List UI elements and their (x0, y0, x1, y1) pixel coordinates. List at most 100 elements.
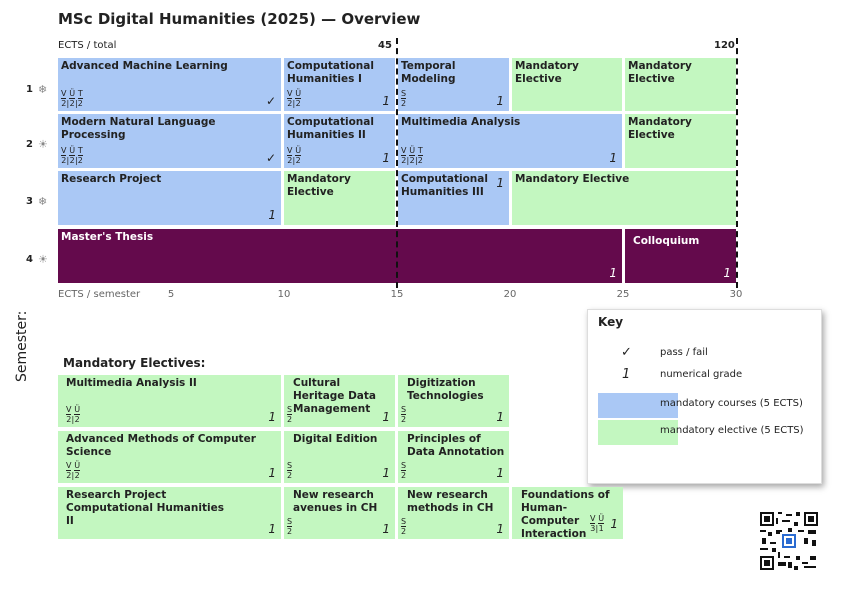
course-grade: 1 (496, 522, 504, 536)
course-name: Advanced Machine Learning (61, 60, 228, 72)
course-masters-thesis[interactable]: Master's Thesis 1 (58, 229, 622, 283)
course-name: Foundations of Human-Computer Interactio… (521, 489, 610, 540)
course-name: Digital Edition (293, 433, 378, 445)
course-name: Colloquium (633, 235, 700, 247)
checkmark-icon: ✓ (265, 94, 276, 108)
ects-total-label: ECTS / total (58, 40, 117, 51)
course-grade: 1 (610, 517, 618, 531)
course-name: Principles of Data Annotation (407, 433, 505, 458)
course-colloquium[interactable]: Colloquium 1 (625, 229, 736, 283)
elective-foundations-hci[interactable]: Foundations of Human-Computer Interactio… (512, 487, 623, 540)
key-title: Key (598, 315, 624, 329)
course-grade: 1 (496, 410, 504, 424)
course-name: New research avenues in CH (293, 489, 378, 514)
ects-total-mark-120: 120 (714, 40, 735, 51)
elective-research-project-ch2[interactable]: Research Project Computational Humanitie… (58, 487, 281, 539)
course-name: Mandatory Elective (628, 60, 692, 85)
course-research-project[interactable]: Research Project 1 (58, 171, 281, 225)
course-grade: 1 (496, 466, 504, 480)
ects-total-mark-45: 45 (378, 40, 392, 51)
course-grade: 1 (496, 94, 504, 108)
course-grade: 1 (382, 151, 390, 165)
course-grade: 1 (268, 410, 276, 424)
ects-semester-label: ECTS / semester (58, 289, 141, 300)
course-name: Research Project Computational Humanitie… (66, 489, 224, 527)
course-grade: 1 (382, 466, 390, 480)
course-grade: 1 (268, 466, 276, 480)
course-mandatory-elective[interactable]: Mandatory Elective (512, 171, 736, 225)
sun-icon: ☀ (38, 253, 48, 266)
course-name: Digitization Technologies (407, 377, 484, 402)
ects-tick: 20 (503, 289, 517, 300)
ects-120-divider (736, 38, 738, 288)
course-name: Advanced Methods of Computer Science (66, 433, 256, 458)
key-mandatory-label: mandatory courses (5 ECTS) (660, 398, 803, 409)
course-name: Modern Natural Language Processing (61, 116, 216, 141)
course-grade: 1 (382, 94, 390, 108)
course-grade: 1 (382, 522, 390, 536)
ects-tick: 5 (167, 289, 175, 300)
course-grade: 1 (609, 151, 617, 165)
ects-45-divider (396, 38, 398, 288)
course-name: Temporal Modeling (401, 60, 456, 85)
course-grade: 1 (268, 208, 276, 222)
ects-tick: 15 (390, 289, 404, 300)
elective-swatch (598, 420, 678, 445)
course-grade: 1 (609, 266, 617, 280)
course-mandatory-elective[interactable]: Mandatory Elective (625, 114, 736, 168)
semester-axis-label: Semester: (14, 310, 30, 382)
ects-tick: 25 (616, 289, 630, 300)
course-mandatory-elective[interactable]: Mandatory Elective (512, 58, 622, 111)
mandatory-swatch (598, 393, 678, 418)
course-grade: 1 (268, 522, 276, 536)
grade-symbol: 1 (622, 367, 631, 382)
course-grade: 1 (723, 266, 731, 280)
course-name: Mandatory Elective (515, 173, 630, 185)
course-name: Mandatory Elective (515, 60, 579, 85)
page-title: MSc Digital Humanities (2025) — Overview (58, 10, 421, 28)
qr-code-icon (760, 512, 818, 570)
snowflake-icon: ❄ (38, 83, 48, 96)
course-mandatory-elective[interactable]: Mandatory Elective (284, 171, 395, 225)
course-name: Multimedia Analysis II (66, 377, 197, 389)
course-mandatory-elective[interactable]: Mandatory Elective (625, 58, 736, 111)
semester-4-number: 4 (26, 254, 33, 265)
electives-heading: Mandatory Electives: (63, 356, 206, 370)
semester-1-number: 1 (26, 84, 33, 95)
checkmark-icon: ✓ (621, 345, 632, 360)
course-name: Computational Humanities III (401, 173, 488, 198)
semester-2-number: 2 (26, 139, 33, 150)
course-grade: 1 (382, 410, 390, 424)
course-name: Multimedia Analysis (401, 116, 521, 128)
course-computational-humanities-3[interactable]: Computational Humanities III 1 (398, 171, 509, 225)
key-elective-label: mandatory elective (5 ECTS) (660, 425, 804, 436)
snowflake-icon: ❄ (38, 195, 48, 208)
key-check-label: pass / fail (660, 347, 708, 358)
